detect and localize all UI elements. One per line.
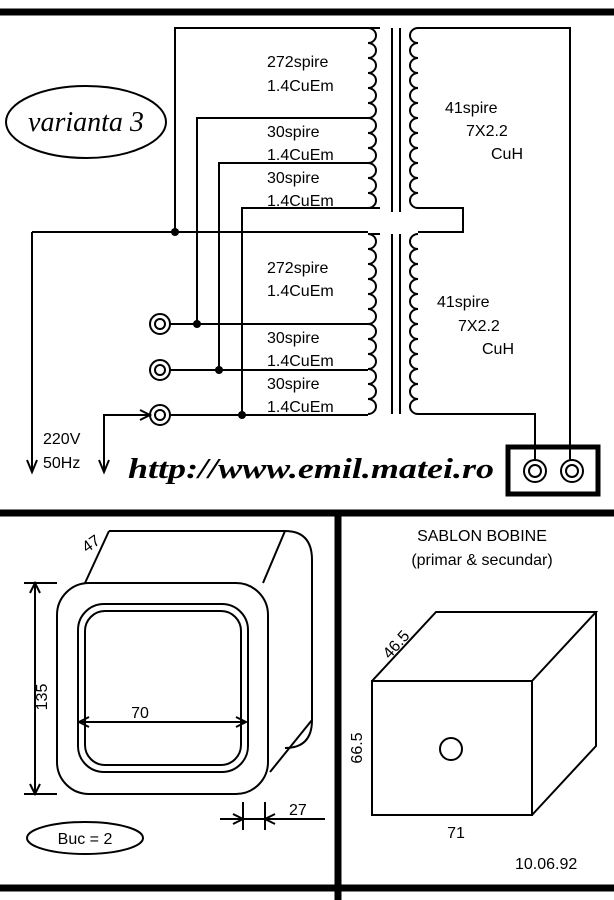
lower-tap1-turns: 30spire [267,330,320,347]
lower-secondary-wire: 7X2.2 [458,318,500,335]
mains-frequency: 50Hz [43,455,80,472]
core-lines [391,28,401,414]
upper-tap2-wire: 1.4CuEm [267,193,334,210]
upper-secondary-material: CuH [491,146,523,163]
lower-primary-wire: 1.4CuEm [267,283,334,300]
bobbin-title: SABLON BOBINE [417,528,547,545]
lower-tap2-turns: 30spire [267,376,320,393]
upper-primary-turns: 272spire [267,54,328,71]
lower-primary-turns: 272spire [267,260,328,277]
website-url: http://www.emil.matei.ro [128,453,494,485]
bobbin-front-face [371,680,533,816]
bobbin-subtitle: (primar & secundar) [411,552,552,569]
drawing-date: 10.06.92 [515,856,577,873]
input-terminals [149,313,171,426]
window-width: 70 [131,705,149,722]
upper-tap1-wire: 1.4CuEm [267,147,334,164]
output-terminal-box [505,444,601,497]
bobbin-side-face [531,612,597,816]
bobbin-depth: 46.5 [380,628,414,663]
lower-secondary-material: CuH [482,341,514,358]
upper-tap1-turns: 30spire [267,124,320,141]
junction-dots [171,228,246,419]
core-thickness: 27 [289,802,307,819]
upper-secondary-coil [409,27,419,209]
upper-primary-wire: 1.4CuEm [267,78,334,95]
count-ellipse [26,821,144,855]
core-drawing: 135 70 47 27 Buc = 2 [24,530,325,855]
lower-tap1-wire: 1.4CuEm [267,353,334,370]
lower-secondary-turns: 41spire [437,294,490,311]
upper-tap2-turns: 30spire [267,170,320,187]
variant-ellipse [5,85,167,159]
bobbin-top-face [371,611,599,682]
variant-label: varianta 3 [28,107,144,138]
upper-secondary-wire: 7X2.2 [466,123,508,140]
mains-voltage: 220V [43,431,81,448]
upper-primary-coil [367,27,377,209]
lower-tap2-wire: 1.4CuEm [267,399,334,416]
bobbin-height: 66.5 [349,732,366,763]
lower-secondary-coil [409,233,419,415]
bobbin-hole [439,737,463,761]
output-terminals [523,459,584,483]
core-height: 135 [34,684,51,711]
lower-primary-coil [367,233,377,415]
wiring [26,27,571,475]
bobbin-drawing: SABLON BOBINE (primar & secundar) 46.5 6… [349,528,599,873]
upper-secondary-turns: 41spire [445,100,498,117]
bobbin-width: 71 [447,825,465,842]
schematic: varianta 3 [5,27,601,497]
core-count: Buc = 2 [58,831,113,848]
